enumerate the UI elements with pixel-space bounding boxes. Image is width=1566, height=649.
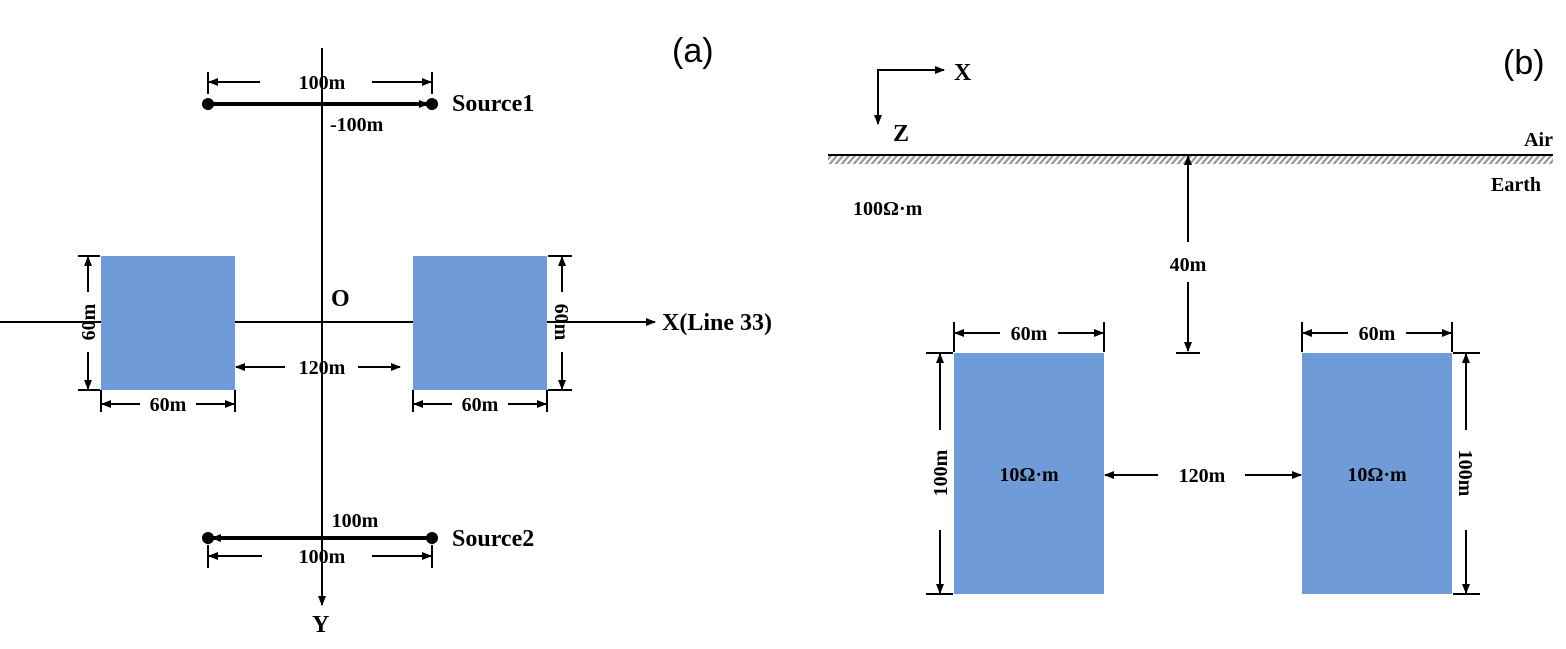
source1-label: Source1	[452, 91, 534, 117]
ground-hatch	[828, 155, 1553, 164]
panel-b: (b) X Z Air Earth 100Ω·m 40m 10Ω·m 10Ω·m…	[828, 44, 1553, 595]
air-label: Air	[1524, 129, 1553, 151]
left-block	[101, 256, 235, 390]
right-block-resistivity: 10Ω·m	[1347, 464, 1407, 486]
source1: 100m Source1 -100m	[202, 72, 534, 136]
left-block-height: 60m	[78, 303, 100, 340]
left-block-b-width: 60m	[1011, 323, 1048, 345]
y-axis-label: Y	[312, 612, 329, 638]
right-block-height: 60m	[550, 304, 572, 341]
panel-a: (a) Y X(Line 33) O 100m Source1 -100m 60…	[0, 32, 772, 638]
earth-label: Earth	[1491, 174, 1541, 196]
panel-a-tag: (a)	[672, 32, 714, 70]
left-block-resistivity: 10Ω·m	[999, 464, 1059, 486]
right-block	[413, 256, 547, 390]
depth-label: 40m	[1170, 254, 1207, 276]
right-block-b-height: 100m	[1454, 450, 1476, 497]
source1-length: 100m	[299, 72, 346, 94]
left-block-width: 60m	[150, 394, 187, 416]
background-resistivity: 100Ω·m	[853, 198, 923, 220]
z-axis-b-label: Z	[893, 121, 909, 147]
right-block-b	[1302, 353, 1452, 594]
source2-length-bottom: 100m	[299, 546, 346, 568]
left-block-b	[954, 353, 1104, 594]
right-block-b-width: 60m	[1359, 323, 1396, 345]
x-axis-b-label: X	[954, 60, 972, 86]
left-block-b-height: 100m	[930, 449, 952, 496]
source2-length-top: 100m	[332, 510, 379, 532]
source2: 100m Source2 100m	[202, 510, 534, 568]
right-block-width: 60m	[462, 394, 499, 416]
block-b-separation: 120m	[1179, 465, 1226, 487]
source2-label: Source2	[452, 526, 534, 552]
panel-b-tag: (b)	[1503, 44, 1545, 82]
x-axis-label: X(Line 33)	[662, 310, 772, 336]
origin-label: O	[331, 286, 350, 312]
source1-offset: -100m	[330, 114, 384, 136]
block-separation: 120m	[299, 357, 346, 379]
